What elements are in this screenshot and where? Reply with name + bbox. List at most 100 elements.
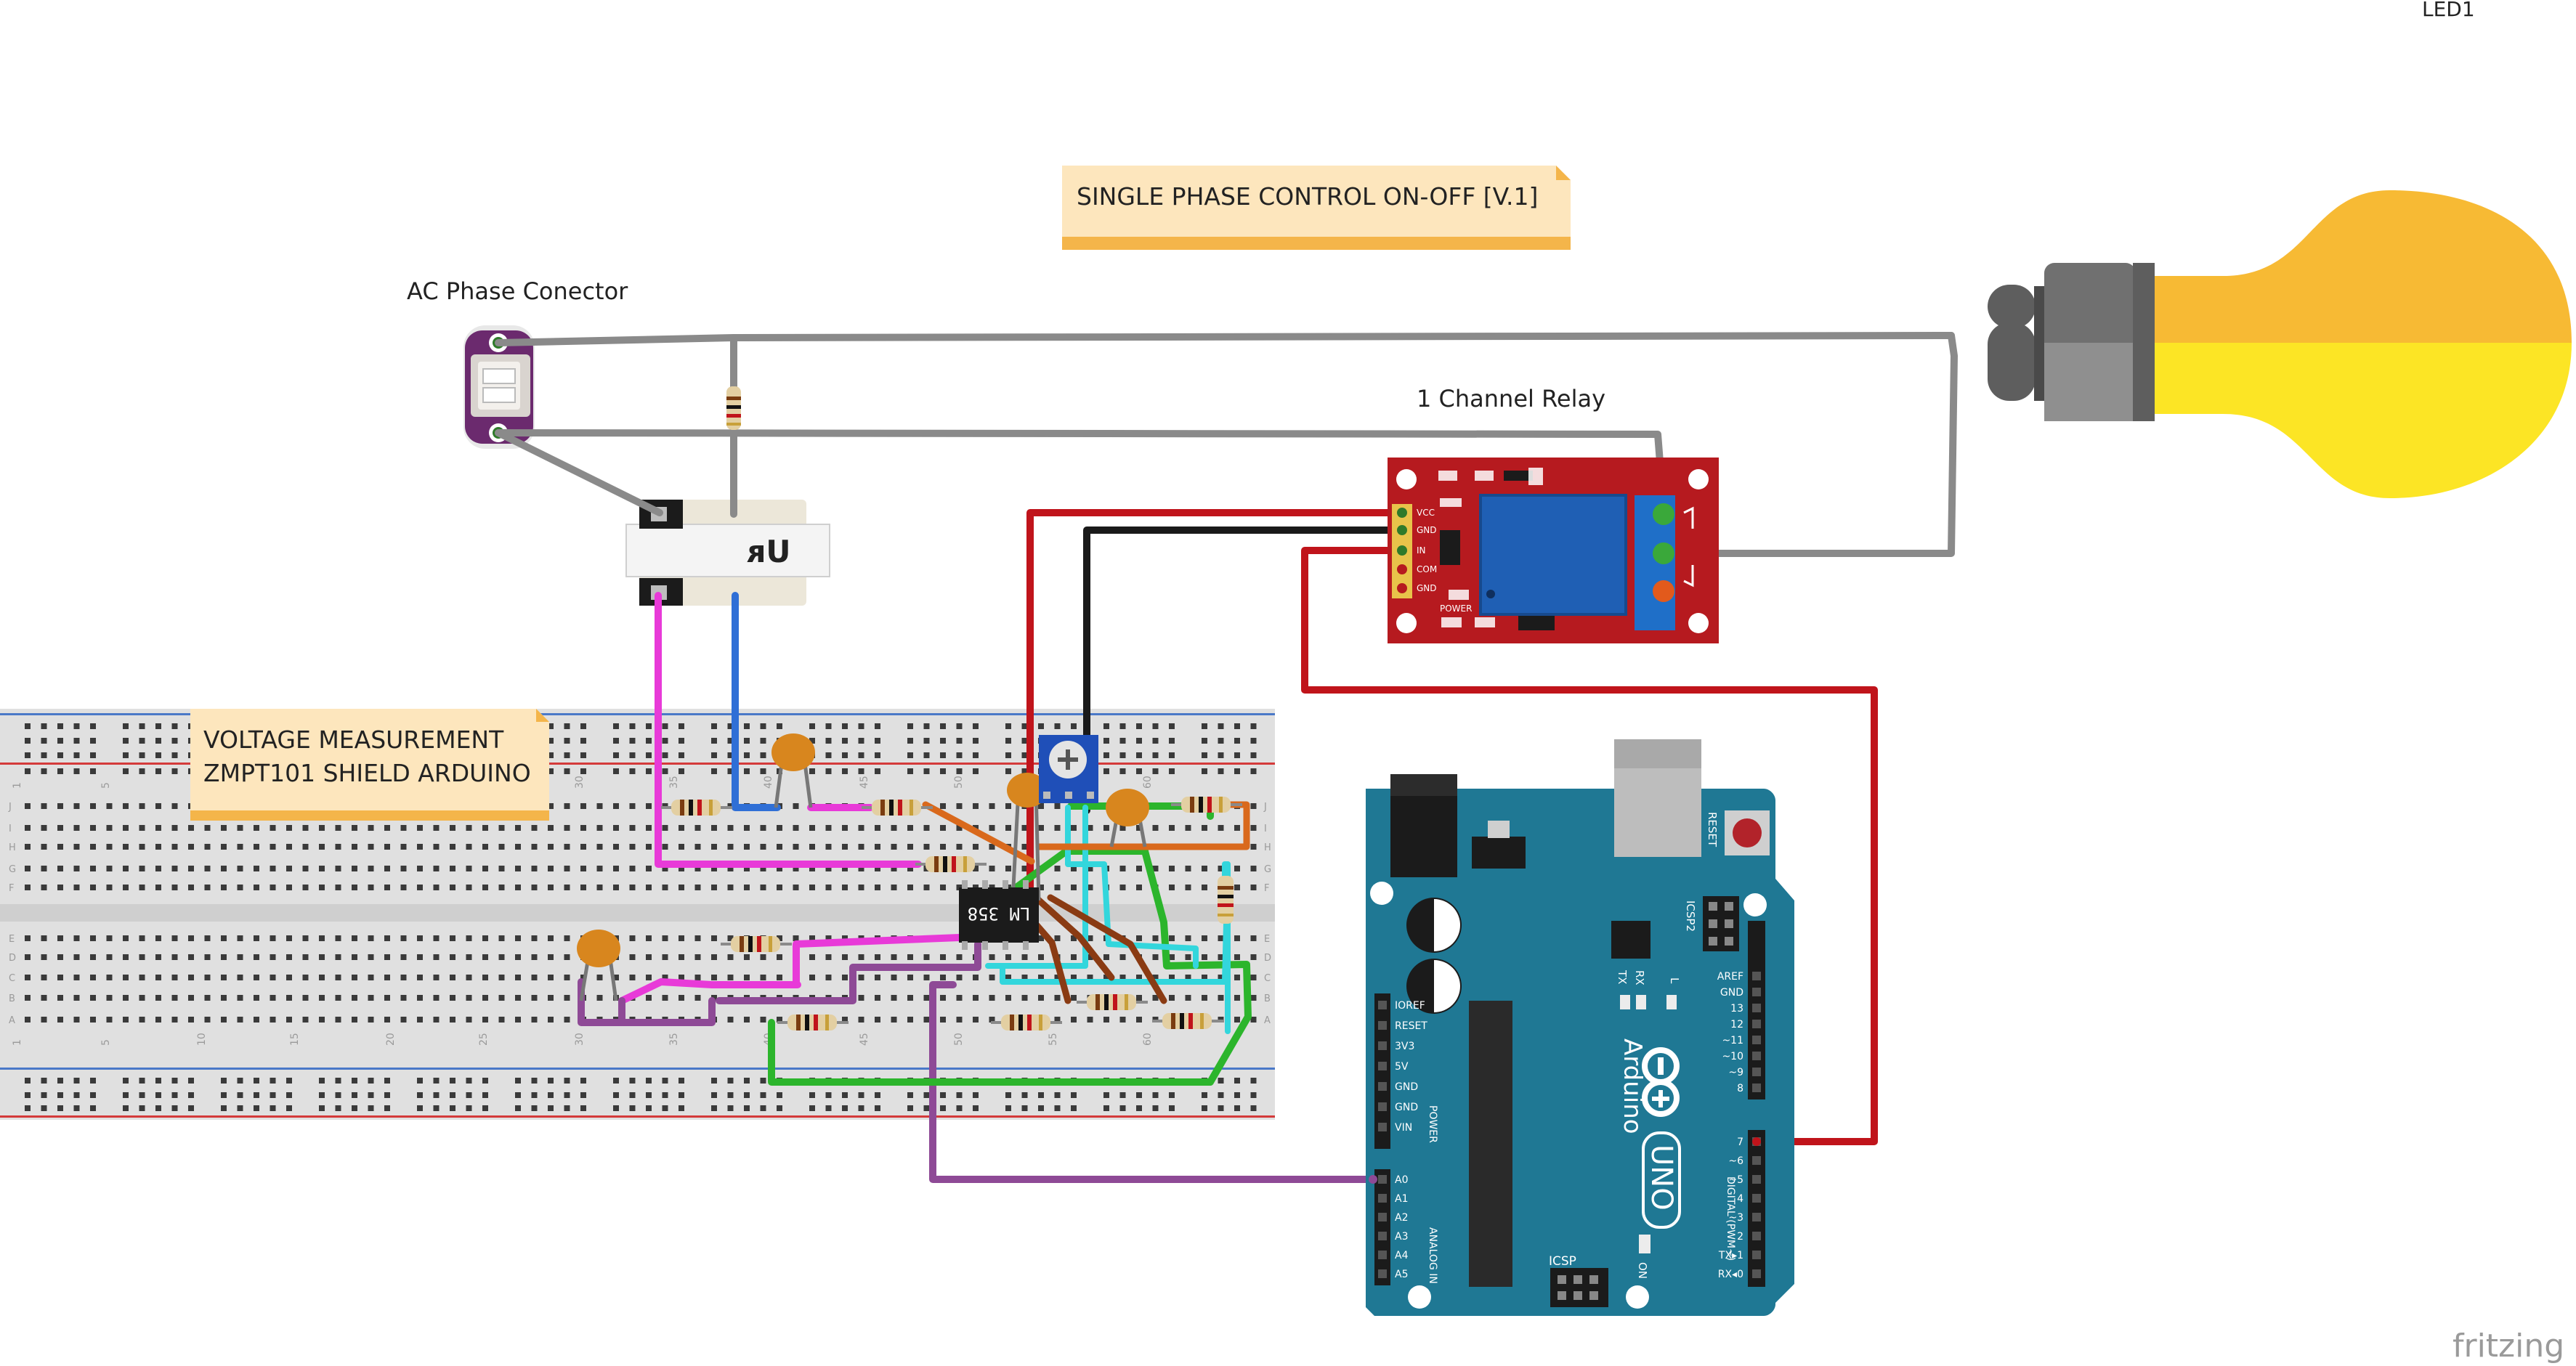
breadboard-hole xyxy=(1234,825,1240,831)
resistor xyxy=(1152,1013,1223,1029)
breadboard-hole xyxy=(662,954,668,960)
breadboard-hole xyxy=(1054,723,1061,729)
breadboard-hole xyxy=(335,975,341,980)
breadboard-hole xyxy=(25,768,31,774)
breadboard-hole xyxy=(694,866,701,871)
breadboard-hole xyxy=(171,844,178,850)
breadboard-hole xyxy=(319,885,325,890)
arduino-icsp-label: ICSP xyxy=(1549,1254,1576,1269)
breadboard-hole xyxy=(270,1092,276,1098)
breadboard-hole xyxy=(171,1017,178,1023)
breadboard-hole xyxy=(842,844,848,850)
breadboard-hole xyxy=(580,1092,586,1098)
breadboard-hole xyxy=(1087,866,1093,871)
arduino-digital-pin xyxy=(1752,1232,1761,1240)
breadboard-column-number: 45 xyxy=(859,776,870,789)
breadboard-hole xyxy=(711,1078,717,1084)
breadboard-hole xyxy=(466,1092,472,1098)
breadboard-hole xyxy=(531,1017,538,1023)
breadboard-hole xyxy=(825,844,832,850)
breadboard-hole xyxy=(41,1105,47,1111)
breadboard-hole xyxy=(254,954,259,960)
title-note-text: SINGLE PHASE CONTROL ON-OFF [V.1] xyxy=(1077,182,1538,211)
breadboard-hole xyxy=(237,844,243,850)
breadboard-hole xyxy=(1103,825,1109,831)
breadboard-hole xyxy=(400,1017,407,1023)
breadboard-hole xyxy=(335,954,341,960)
breadboard-hole xyxy=(1152,975,1159,980)
breadboard-hole xyxy=(155,866,161,871)
breadboard-hole xyxy=(106,995,113,1001)
breadboard-row-letter: F xyxy=(1264,883,1269,894)
breadboard-hole xyxy=(171,752,178,758)
breadboard-hole xyxy=(417,975,423,980)
breadboard-hole xyxy=(1054,995,1061,1001)
breadboard-hole xyxy=(41,738,47,744)
breadboard-hole xyxy=(433,954,440,960)
breadboard-hole xyxy=(286,825,292,831)
breadboard-hole xyxy=(270,844,276,850)
breadboard-hole xyxy=(1202,975,1207,980)
arduino-logo: Arduino xyxy=(1618,1038,1680,1134)
breadboard-hole xyxy=(1169,768,1175,774)
breadboard-hole xyxy=(384,1078,390,1084)
breadboard-hole xyxy=(123,1078,129,1084)
breadboard-hole xyxy=(270,975,276,980)
arduino-power-pin-label: 3V3 xyxy=(1395,1041,1414,1052)
breadboard-hole xyxy=(548,954,554,960)
breadboard-hole xyxy=(1021,954,1028,960)
arduino-analog-pin-label: A3 xyxy=(1395,1231,1408,1243)
breadboard-hole xyxy=(204,885,211,890)
breadboard-hole xyxy=(580,803,586,809)
breadboard-hole xyxy=(923,768,930,774)
breadboard-hole xyxy=(744,844,750,850)
wire-ac-phase-top xyxy=(495,332,1955,346)
breadboard-hole xyxy=(237,866,243,871)
capacitor-4 xyxy=(577,930,620,1001)
breadboard-hole xyxy=(400,954,407,960)
arduino-digital-pin xyxy=(1752,1194,1761,1203)
breadboard-hole xyxy=(809,866,815,871)
breadboard-hole xyxy=(564,1105,570,1111)
breadboard-hole xyxy=(90,768,96,774)
breadboard-hole xyxy=(237,1105,243,1111)
wire-purple-b xyxy=(716,940,981,1004)
breadboard-hole xyxy=(1202,825,1207,831)
breadboard-hole xyxy=(106,825,113,831)
breadboard-hole xyxy=(842,768,848,774)
breadboard-hole xyxy=(1005,825,1011,831)
breadboard-hole xyxy=(809,738,815,744)
breadboard-hole xyxy=(1185,995,1191,1001)
voltage-note-line1: VOLTAGE MEASUREMENT xyxy=(203,725,504,754)
breadboard-hole xyxy=(188,995,194,1001)
breadboard-hole xyxy=(548,803,554,809)
breadboard-hole xyxy=(727,866,734,871)
breadboard-hole xyxy=(1218,752,1224,758)
breadboard-hole xyxy=(858,954,864,960)
breadboard-hole xyxy=(73,1092,80,1098)
arduino-power-pin-label: GND xyxy=(1395,1102,1418,1113)
breadboard-hole xyxy=(254,885,259,890)
breadboard-hole xyxy=(1202,885,1207,890)
breadboard-hole xyxy=(629,1092,636,1098)
breadboard-column-number: 35 xyxy=(668,776,680,789)
breadboard-hole xyxy=(270,866,276,871)
breadboard-hole xyxy=(923,1105,930,1111)
breadboard-hole xyxy=(73,885,80,890)
breadboard-hole xyxy=(106,935,113,941)
breadboard-hole xyxy=(989,866,995,871)
breadboard-hole xyxy=(858,1017,864,1023)
breadboard-hole xyxy=(825,723,832,729)
breadboard-hole xyxy=(613,866,619,871)
breadboard-hole xyxy=(368,844,374,850)
breadboard-hole xyxy=(1005,768,1011,774)
breadboard-hole xyxy=(221,866,227,871)
breadboard-hole xyxy=(90,1092,96,1098)
breadboard-hole xyxy=(907,768,913,774)
breadboard-column-number: 30 xyxy=(574,776,586,789)
breadboard-hole xyxy=(875,954,880,960)
breadboard-hole xyxy=(1119,825,1126,831)
breadboard-hole xyxy=(891,844,897,850)
breadboard-hole xyxy=(744,1017,750,1023)
breadboard-hole xyxy=(1234,935,1240,941)
